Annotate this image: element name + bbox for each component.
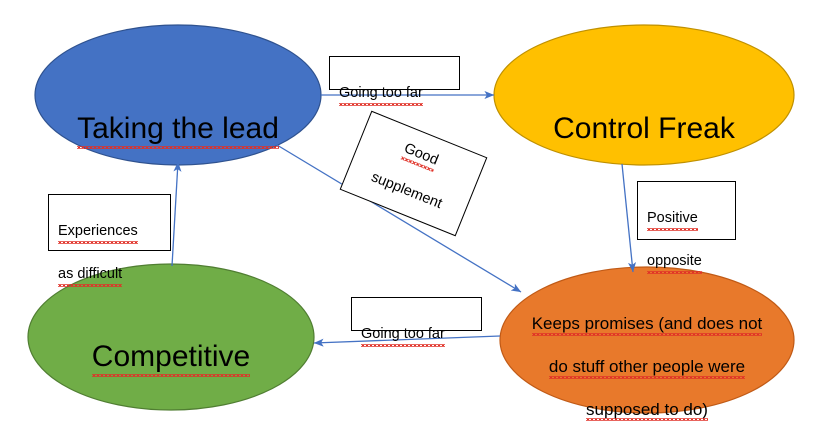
- edge-label-text-positive-opposite-line1: Positive: [647, 208, 698, 231]
- edge-label-experiences-as-difficult[interactable]: Experiences as difficult: [48, 194, 171, 287]
- edge-label-text-experiences-line1: Experiences: [58, 221, 138, 244]
- edge-competitive-to-taking[interactable]: [171, 161, 182, 267]
- edge-label-text-experiences-line2: as difficult: [58, 264, 123, 287]
- edge-label-going-too-far-bottom[interactable]: Going too far: [351, 297, 482, 347]
- edge-keeps-to-competitive[interactable]: [313, 335, 501, 347]
- edge-label-text-positive-opposite-line2: opposite: [647, 251, 702, 274]
- edge-taking-to-keeps[interactable]: [271, 141, 522, 293]
- edge-label-positive-opposite[interactable]: Positive opposite: [637, 181, 736, 274]
- edge-label-going-too-far-top[interactable]: Going too far: [329, 56, 460, 106]
- edge-label-text-good-supplement-line2: supplement: [368, 169, 445, 213]
- edge-label-text-good-supplement-line1: Good: [401, 140, 441, 171]
- edge-label-text-going-too-far-bottom: Going too far: [361, 324, 445, 347]
- edge-label-text-going-too-far-top: Going too far: [339, 83, 423, 106]
- edge-control-to-keeps[interactable]: [621, 163, 637, 273]
